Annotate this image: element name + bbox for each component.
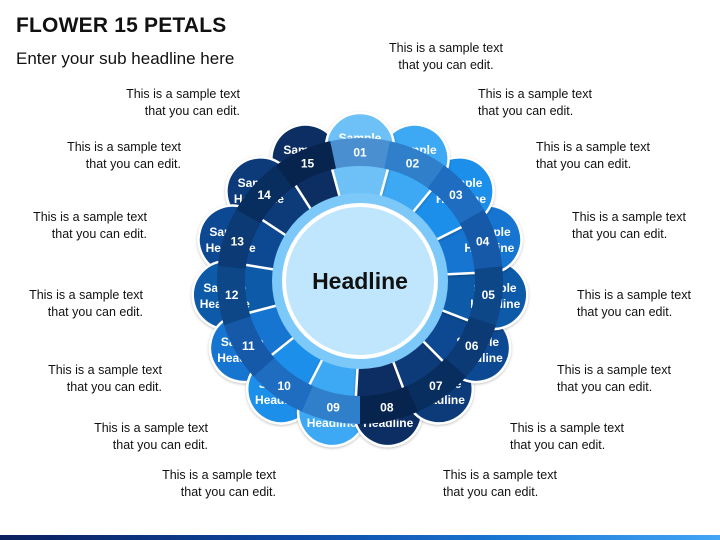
caption-line2: that you can edit. — [536, 157, 632, 171]
caption-02: This is a sample text that you can edit. — [478, 86, 618, 120]
caption-line1: This is a sample text — [48, 363, 162, 377]
caption-line1: This is a sample text — [577, 288, 691, 302]
caption-line2: that you can edit. — [85, 157, 181, 171]
caption-line1: This is a sample text — [536, 140, 650, 154]
caption-line2: that you can edit. — [180, 485, 276, 499]
ring-segment-12 — [217, 266, 251, 326]
ring-segment-09 — [301, 386, 360, 424]
caption-11: This is a sample text that you can edit. — [22, 362, 162, 396]
ring-segment-01 — [330, 138, 390, 169]
caption-line2: that you can edit. — [144, 104, 240, 118]
ring-segment-13 — [217, 209, 261, 269]
bottom-accent-bar — [0, 535, 720, 540]
petal-number-10: 10 — [277, 379, 291, 393]
caption-line1: This is a sample text — [510, 421, 624, 435]
ring-segment-10 — [253, 357, 314, 412]
ring-segment-06 — [445, 316, 497, 377]
caption-line2: that you can edit. — [47, 305, 143, 319]
caption-14: This is a sample text that you can edit. — [41, 139, 181, 173]
petal-number-01: 01 — [353, 146, 367, 160]
caption-line1: This is a sample text — [33, 210, 147, 224]
petal-number-03: 03 — [449, 188, 463, 202]
caption-13: This is a sample text that you can edit. — [7, 209, 147, 243]
caption-01: This is a sample text that you can edit. — [376, 40, 516, 74]
petal-number-04: 04 — [476, 235, 490, 249]
number-ring: 15 14 13 12 11 10 09 08 07 06 05 04 03 02 01 — [217, 138, 503, 424]
petal-number-06: 06 — [465, 339, 479, 353]
caption-08: This is a sample text that you can edit. — [443, 467, 583, 501]
caption-15: This is a sample text that you can edit. — [100, 86, 240, 120]
caption-line1: This is a sample text — [478, 87, 592, 101]
petal-number-05: 05 — [482, 288, 496, 302]
ring-segment-07 — [406, 357, 467, 412]
caption-line2: that you can edit. — [112, 438, 208, 452]
petal-number-14: 14 — [257, 188, 271, 202]
petal-number-12: 12 — [225, 288, 239, 302]
caption-line2: that you can edit. — [443, 485, 539, 499]
ring-segment-02 — [383, 141, 445, 188]
slide-subtitle: Enter your sub headline here — [16, 49, 235, 68]
caption-line2: that you can edit. — [577, 305, 673, 319]
petal-number-07: 07 — [429, 379, 443, 393]
caption-line2: that you can edit. — [510, 438, 606, 452]
caption-line1: This is a sample text — [67, 140, 181, 154]
ring-segment-04 — [459, 209, 503, 269]
caption-line1: This is a sample text — [126, 87, 240, 101]
center-group: Headline — [272, 193, 448, 369]
caption-line1: This is a sample text — [389, 41, 503, 55]
caption-line2: that you can edit. — [398, 58, 494, 72]
petal-number-08: 08 — [380, 401, 394, 415]
ring-segment-03 — [427, 165, 484, 224]
caption-line2: that you can edit. — [557, 380, 653, 394]
petal-number-09: 09 — [326, 401, 340, 415]
caption-line1: This is a sample text — [94, 421, 208, 435]
caption-03: This is a sample text that you can edit. — [536, 139, 676, 173]
caption-line2: that you can edit. — [572, 227, 668, 241]
caption-12: This is a sample text that you can edit. — [3, 287, 143, 321]
caption-09: This is a sample text that you can edit. — [136, 467, 276, 501]
caption-04: This is a sample text that you can edit. — [572, 209, 712, 243]
petal-number-02: 02 — [406, 157, 420, 171]
petal-number-15: 15 — [301, 157, 315, 171]
center-headline: Headline — [312, 268, 408, 294]
petal-number-13: 13 — [231, 235, 245, 249]
slide-title: FLOWER 15 PETALS — [16, 14, 227, 37]
center-circle[interactable] — [282, 203, 438, 359]
caption-05: This is a sample text that you can edit. — [577, 287, 717, 321]
petal-number-11: 11 — [242, 339, 255, 353]
caption-line1: This is a sample text — [443, 468, 557, 482]
caption-line1: This is a sample text — [29, 288, 143, 302]
caption-line2: that you can edit. — [66, 380, 162, 394]
caption-line1: This is a sample text — [572, 210, 686, 224]
caption-07: This is a sample text that you can edit. — [510, 420, 650, 454]
caption-line2: that you can edit. — [478, 104, 574, 118]
ring-segment-08 — [360, 386, 419, 424]
ring-segment-15 — [275, 141, 337, 188]
ring-segment-11 — [223, 316, 275, 377]
ring-segment-14 — [236, 165, 293, 224]
ring-segment-05 — [469, 266, 503, 326]
caption-line1: This is a sample text — [162, 468, 276, 482]
caption-line2: that you can edit. — [51, 227, 147, 241]
caption-06: This is a sample text that you can edit. — [557, 362, 697, 396]
caption-10: This is a sample text that you can edit. — [68, 420, 208, 454]
caption-line1: This is a sample text — [557, 363, 671, 377]
